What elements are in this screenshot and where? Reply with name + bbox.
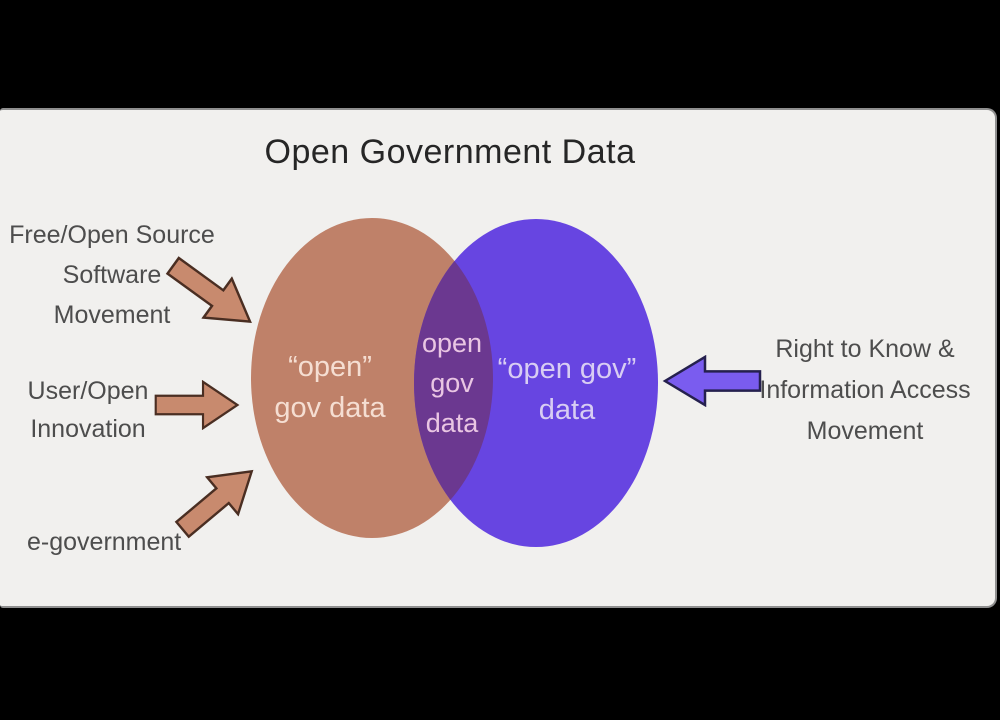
left-ellipse-label: “open” gov data (274, 351, 386, 424)
overlap-label: open gov data (421, 328, 483, 438)
egovernment-label: e-government (27, 528, 182, 556)
page-title: Open Government Data (264, 133, 636, 171)
foss-movement-label: Free/Open Source Software Movement (9, 221, 215, 329)
egovernment-arrow-icon (164, 450, 270, 551)
user-innovation-label: User/Open Innovation (27, 377, 149, 443)
user-innovation-arrow-icon (154, 380, 240, 430)
foss-arrow-icon (156, 244, 267, 345)
right-to-know-arrow-icon (662, 355, 762, 407)
right-to-know-label: Right to Know & Information Access Movem… (759, 335, 971, 445)
venn-diagram (251, 218, 658, 547)
right-ellipse-label: “open gov” data (497, 353, 637, 426)
